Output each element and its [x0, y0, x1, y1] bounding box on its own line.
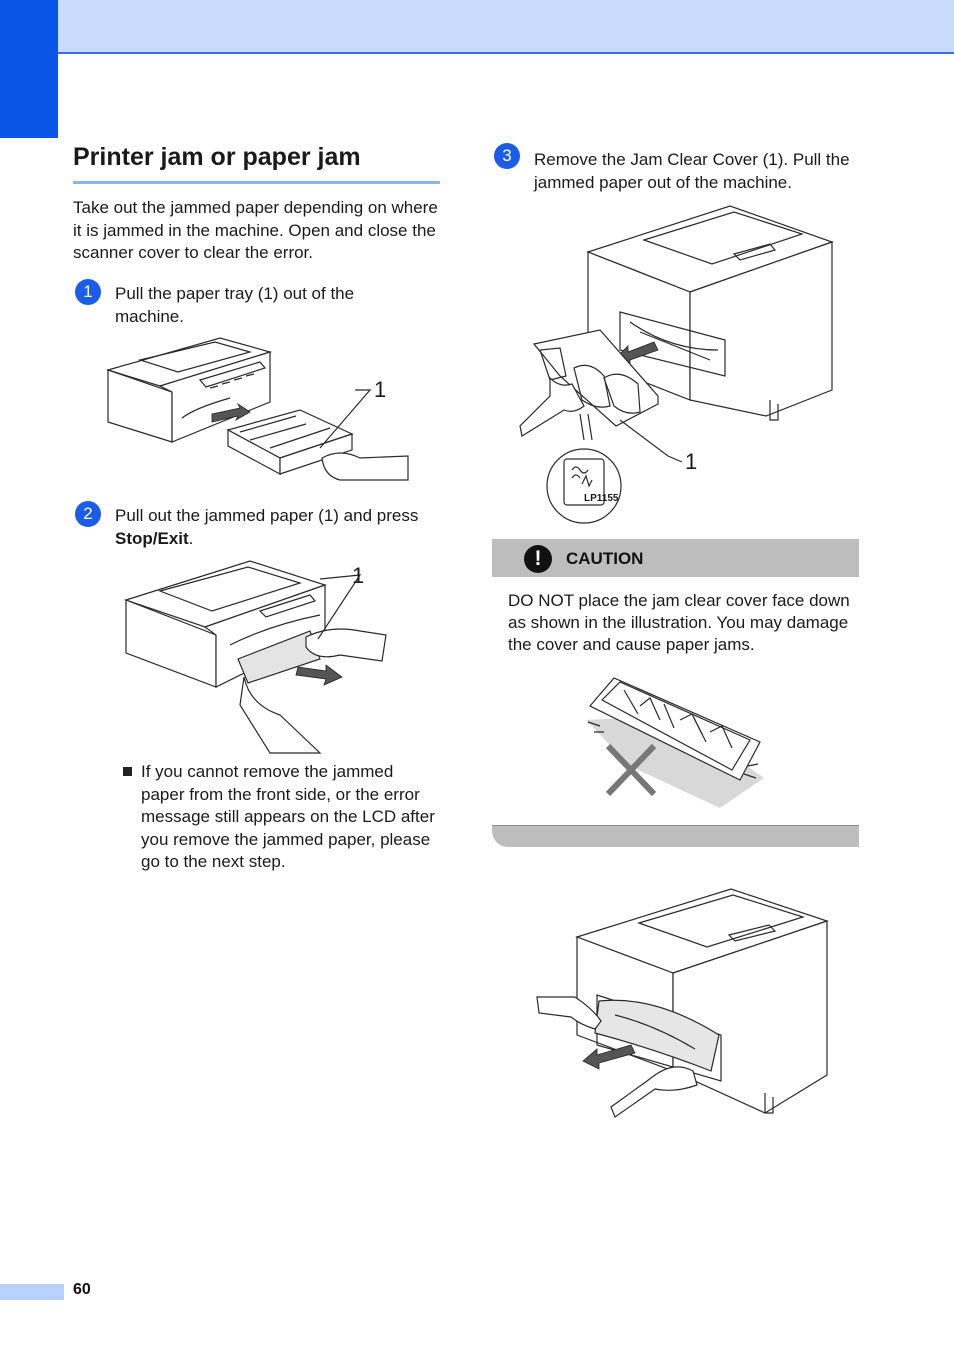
step-2-badge: 2 — [75, 501, 101, 527]
caution-end-bar — [492, 825, 859, 847]
step-1-text: Pull the paper tray (1) out of the machi… — [115, 284, 355, 326]
exclamation-icon: ! — [524, 545, 552, 573]
caution-text: DO NOT place the jam clear cover face do… — [508, 591, 850, 654]
page-number: 60 — [73, 1281, 91, 1298]
step-1-callout: 1 — [374, 377, 387, 402]
printer-tray-illustration — [105, 337, 409, 481]
step-3-badge: 3 — [494, 143, 520, 169]
step-2-callout: 1 — [352, 563, 365, 588]
step-2-text: Pull out the jammed paper (1) and press … — [115, 504, 445, 550]
cover-face-down-warning-illustration — [586, 677, 764, 808]
page-number-band — [0, 1284, 64, 1300]
page-title: Printer jam or paper jam — [73, 143, 361, 171]
caution-label: CAUTION — [566, 549, 644, 568]
step-3-callout: 1 — [685, 449, 698, 474]
printer-jammed-paper-illustration — [124, 560, 387, 754]
step-3-text: Remove the Jam Clear Cover (1). Pull the… — [534, 150, 850, 192]
intro-paragraph: Take out the jammed paper depending on w… — [73, 198, 438, 262]
step-2-text-start: Pull out the jammed paper (1) and press — [115, 506, 419, 525]
jam-clear-cover-illustration — [519, 205, 834, 524]
pull-jammed-paper-rear-illustration — [536, 888, 829, 1118]
bullet-marker — [123, 767, 132, 776]
stop-exit-key-label: Stop/Exit — [115, 529, 189, 548]
bullet-text: If you cannot remove the jammed paper fr… — [141, 762, 435, 871]
chapter-tab — [0, 0, 58, 138]
header-band — [0, 0, 954, 54]
zoom-part-label: LP1155 — [584, 493, 619, 504]
title-underline — [73, 181, 440, 184]
step-2-text-end: . — [188, 529, 194, 548]
caution-header — [492, 539, 859, 577]
step-1-badge: 1 — [75, 279, 101, 305]
